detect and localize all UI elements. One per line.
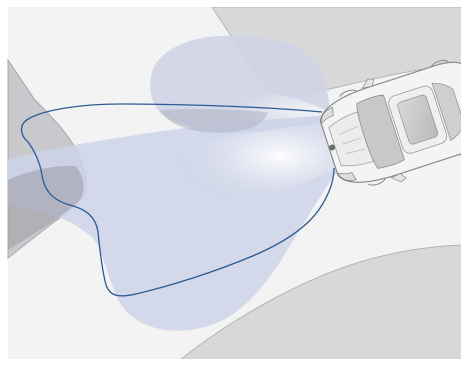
- headlight-right: [336, 172, 357, 181]
- beam-curb-overlap-top: [160, 109, 268, 133]
- low-beam-hotspot: [139, 122, 336, 220]
- beam-curb-overlap-left: [8, 165, 84, 250]
- mirror-left: [361, 78, 375, 89]
- car-sunroof: [397, 94, 439, 145]
- curb-bottom-right: [178, 244, 463, 361]
- wheel-front-left: [339, 89, 358, 97]
- wheel-rear-right: [459, 148, 468, 156]
- wheel-rear-left: [430, 59, 449, 68]
- mirror-right: [390, 173, 407, 183]
- car: [319, 59, 468, 186]
- beam-outline: [20, 103, 335, 297]
- hood-creases: [339, 126, 366, 154]
- wheel-front-right: [367, 178, 386, 186]
- headlight-left: [320, 106, 334, 125]
- car-windshield: [356, 94, 405, 169]
- grille-emblem: [329, 144, 336, 151]
